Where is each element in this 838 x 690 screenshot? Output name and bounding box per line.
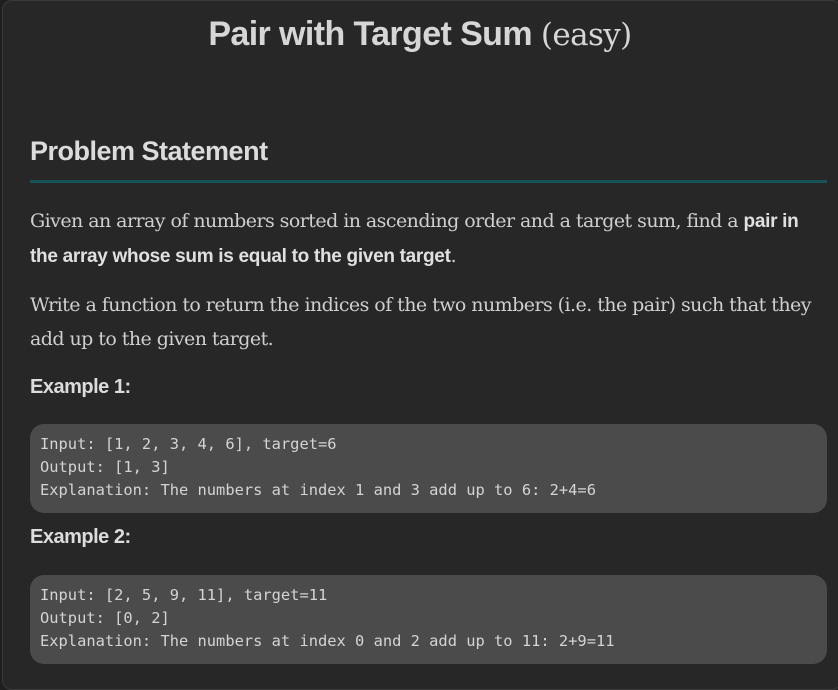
- example-1-input: Input: [1, 2, 3, 4, 6], target=6: [40, 435, 337, 453]
- description-text: Given an array of numbers sorted in asce…: [30, 210, 744, 232]
- page-title: Pair with Target Sum (easy): [3, 15, 837, 54]
- title-text: Pair with Target Sum: [208, 15, 541, 53]
- example-1-output: Output: [1, 3]: [40, 458, 170, 476]
- function-description: Write a function to return the indices o…: [30, 294, 811, 350]
- description-emphasis: pair in the array whose sum is equal to …: [30, 211, 799, 267]
- example-1-code-block: Input: [1, 2, 3, 4, 6], target=6 Output:…: [30, 424, 827, 513]
- example-1-label: Example 1:: [30, 376, 131, 398]
- example-2-code-block: Input: [2, 5, 9, 11], target=11 Output: …: [30, 575, 827, 664]
- example-2-explanation: Explanation: The numbers at index 0 and …: [40, 632, 615, 650]
- problem-statement-heading: Problem Statement: [30, 136, 268, 166]
- example-2-output: Output: [0, 2]: [40, 609, 170, 627]
- problem-description: Given an array of numbers sorted in asce…: [30, 204, 830, 274]
- description-end: .: [450, 245, 457, 267]
- heading-divider: [30, 180, 827, 183]
- difficulty-label: (easy): [540, 17, 632, 53]
- example-1-explanation: Explanation: The numbers at index 1 and …: [40, 481, 596, 499]
- example-2-input: Input: [2, 5, 9, 11], target=11: [40, 586, 328, 604]
- example-2-label: Example 2:: [30, 526, 131, 548]
